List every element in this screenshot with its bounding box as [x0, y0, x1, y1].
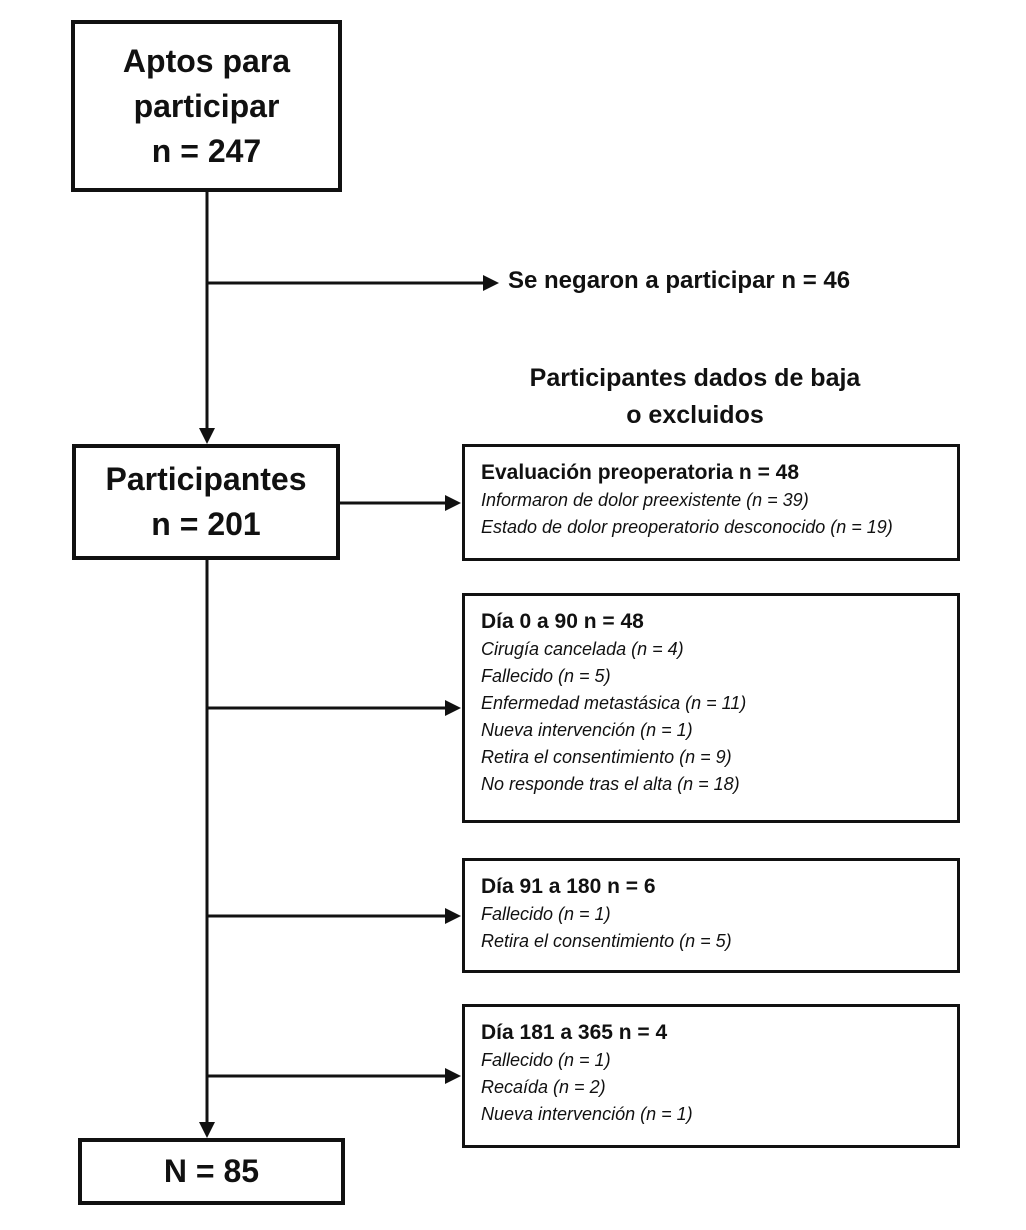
- final-count-box: N = 85: [78, 1138, 345, 1205]
- exclusion-heading: Participantes dados de baja o excluidos: [430, 360, 960, 434]
- final-count-label: N = 85: [163, 1153, 260, 1189]
- exclusion-reason: Fallecido (n = 1): [481, 904, 611, 924]
- exclusion-reason: Informaron de dolor preexistente (n = 39…: [481, 490, 809, 510]
- arrow-right-icon: [445, 1068, 461, 1084]
- exclusion-box-preop: Evaluación preoperatoria n = 48 Informar…: [462, 444, 960, 561]
- eligible-box-count: n = 247: [151, 132, 262, 169]
- exclusion-reason: Fallecido (n = 5): [481, 666, 611, 686]
- exclusion-box-title: Evaluación preoperatoria n = 48: [481, 461, 800, 484]
- arrow-down-icon: [199, 1122, 215, 1138]
- exclusion-reason: Enfermedad metastásica (n = 11): [481, 693, 747, 713]
- exclusion-reason: Fallecido (n = 1): [481, 1050, 611, 1070]
- arrow-right-icon: [445, 495, 461, 511]
- exclusion-reason: No responde tras el alta (n = 18): [481, 774, 740, 794]
- arrow-right-icon: [445, 700, 461, 716]
- exclusion-reason: Recaída (n = 2): [481, 1077, 606, 1097]
- exclusion-heading-line: Participantes dados de baja: [529, 364, 861, 392]
- arrow-right-icon: [445, 908, 461, 924]
- exclusion-box-title: Día 181 a 365 n = 4: [481, 1021, 668, 1044]
- exclusion-reason: Nueva intervención (n = 1): [481, 720, 693, 740]
- participants-box-count: n = 201: [151, 506, 261, 542]
- exclusion-box-day0-90: Día 0 a 90 n = 48 Cirugía cancelada (n =…: [462, 593, 960, 823]
- exclusion-reason: Cirugía cancelada (n = 4): [481, 639, 684, 659]
- eligible-box-line: participar: [133, 87, 280, 124]
- exclusion-heading-line: o excluidos: [626, 401, 764, 429]
- participants-box: Participantes n = 201: [72, 444, 340, 560]
- refused-label: Se negaron a participar n = 46: [508, 267, 851, 294]
- exclusion-reason: Retira el consentimiento (n = 5): [481, 931, 732, 951]
- exclusion-reason: Estado de dolor preoperatorio desconocid…: [481, 517, 893, 537]
- eligible-box-line: Aptos para: [122, 42, 291, 79]
- exclusion-box-day181-365: Día 181 a 365 n = 4 Fallecido (n = 1) Re…: [462, 1004, 960, 1148]
- exclusion-reason: Nueva intervención (n = 1): [481, 1104, 693, 1124]
- eligible-box: Aptos para participar n = 247: [71, 20, 342, 192]
- arrow-right-icon: [483, 275, 499, 291]
- exclusion-reason: Retira el consentimiento (n = 9): [481, 747, 732, 767]
- participants-box-line: Participantes: [105, 461, 307, 497]
- arrow-down-icon: [199, 428, 215, 444]
- exclusion-box-title: Día 91 a 180 n = 6: [481, 875, 656, 898]
- exclusion-box-day91-180: Día 91 a 180 n = 6 Fallecido (n = 1) Ret…: [462, 858, 960, 973]
- exclusion-box-title: Día 0 a 90 n = 48: [481, 610, 644, 633]
